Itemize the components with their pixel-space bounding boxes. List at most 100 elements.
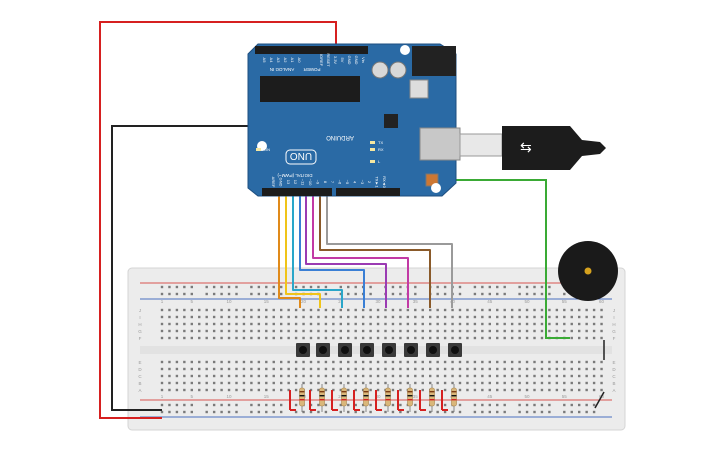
pushbutton-icon[interactable] — [404, 343, 418, 357]
hole — [160, 322, 164, 326]
hole — [332, 322, 335, 326]
pushbutton-icon[interactable] — [338, 343, 352, 357]
hole — [332, 367, 335, 371]
hole — [332, 374, 335, 378]
signal-wire[interactable] — [305, 196, 387, 308]
hole — [242, 388, 246, 392]
hole — [280, 360, 283, 364]
signal-wire[interactable] — [326, 196, 453, 308]
usb-symbol: ⇆ — [520, 139, 532, 155]
rail-hole — [458, 403, 462, 407]
resistor-band — [363, 395, 369, 397]
pushbutton-icon[interactable] — [426, 343, 440, 357]
green-wire-buzzer[interactable] — [380, 179, 570, 339]
hole — [563, 360, 566, 364]
button-cap — [429, 346, 437, 354]
hole — [160, 367, 164, 371]
signal-wire[interactable] — [292, 196, 343, 308]
rail-hole — [250, 292, 253, 296]
hole — [473, 336, 477, 340]
hole — [540, 360, 544, 364]
resistor-icon[interactable] — [441, 384, 457, 412]
red-wire-5v[interactable] — [99, 21, 337, 419]
hole — [317, 367, 320, 371]
arduino-uno-icon[interactable]: UNO ARDUINO ANALOG IN POWER DIGITAL (PWM… — [247, 43, 461, 197]
column-number: 30 — [376, 299, 382, 304]
hole — [570, 322, 573, 326]
hole — [294, 360, 298, 364]
hole — [205, 360, 208, 364]
button-cap — [363, 346, 371, 354]
hole — [540, 381, 544, 385]
signal-wire[interactable] — [285, 196, 321, 308]
hole — [250, 315, 253, 319]
pushbutton-icon[interactable] — [296, 343, 310, 357]
hole — [443, 308, 447, 312]
hole — [473, 322, 477, 326]
hole — [518, 329, 521, 333]
signal-wire[interactable] — [319, 196, 431, 308]
hole — [384, 315, 387, 319]
resistor-icon[interactable] — [419, 384, 435, 412]
rail-hole — [525, 403, 529, 407]
hole — [280, 367, 283, 371]
hole — [600, 374, 603, 378]
hole — [354, 308, 357, 312]
capacitor-1 — [371, 61, 389, 79]
rail-hole — [525, 285, 529, 289]
signal-wire[interactable] — [278, 196, 301, 308]
hole — [510, 322, 514, 326]
rail-hole — [280, 285, 283, 289]
hole — [592, 336, 596, 340]
rail-ground-jumper[interactable] — [594, 391, 605, 409]
hole — [257, 322, 261, 326]
analog-pin-label: A5 — [262, 58, 267, 64]
pushbutton-icon[interactable] — [360, 343, 374, 357]
resistor-icon[interactable] — [353, 384, 369, 412]
resistor-icon[interactable] — [397, 384, 413, 412]
hole — [518, 381, 521, 385]
pushbutton-icon[interactable] — [448, 343, 462, 357]
piezo-buzzer-icon[interactable] — [558, 241, 618, 301]
resistor-icon[interactable] — [289, 384, 305, 412]
resistor-band — [451, 399, 457, 401]
hole — [436, 367, 439, 371]
hole — [347, 329, 350, 333]
hole — [183, 315, 186, 319]
hole — [198, 315, 201, 319]
hole — [481, 360, 484, 364]
hole — [190, 381, 193, 385]
resistor-icon[interactable] — [375, 384, 391, 412]
resistor-icon[interactable] — [309, 384, 325, 412]
hole — [503, 374, 506, 378]
signal-wire[interactable] — [312, 196, 409, 308]
row-letter: G — [612, 329, 616, 334]
rail-hole — [190, 410, 193, 414]
pushbutton-icon[interactable] — [382, 343, 396, 357]
row-letter: E — [612, 360, 615, 365]
breadboard-holes — [160, 285, 603, 414]
pushbutton-icon[interactable] — [316, 343, 330, 357]
hole — [585, 381, 588, 385]
hole — [585, 336, 588, 340]
rail-hole — [443, 292, 447, 296]
rail-hole — [533, 285, 536, 289]
digital-pin-label: 2 — [367, 181, 372, 184]
analog-pin-label: A0 — [297, 58, 302, 64]
hole — [451, 308, 454, 312]
hole — [473, 360, 477, 364]
hole — [555, 322, 559, 326]
hole — [481, 308, 484, 312]
hole — [198, 308, 201, 312]
hole — [272, 374, 275, 378]
hole — [361, 388, 365, 392]
hole — [183, 388, 186, 392]
rail-hole — [414, 292, 417, 296]
usb-cable-icon[interactable]: ⇆ — [459, 126, 606, 170]
signal-wire[interactable] — [299, 196, 365, 308]
hole — [205, 374, 208, 378]
resistor-icon[interactable] — [331, 384, 347, 412]
hole — [198, 381, 201, 385]
hole — [227, 374, 231, 378]
analog-pin-label: A2 — [283, 58, 288, 64]
